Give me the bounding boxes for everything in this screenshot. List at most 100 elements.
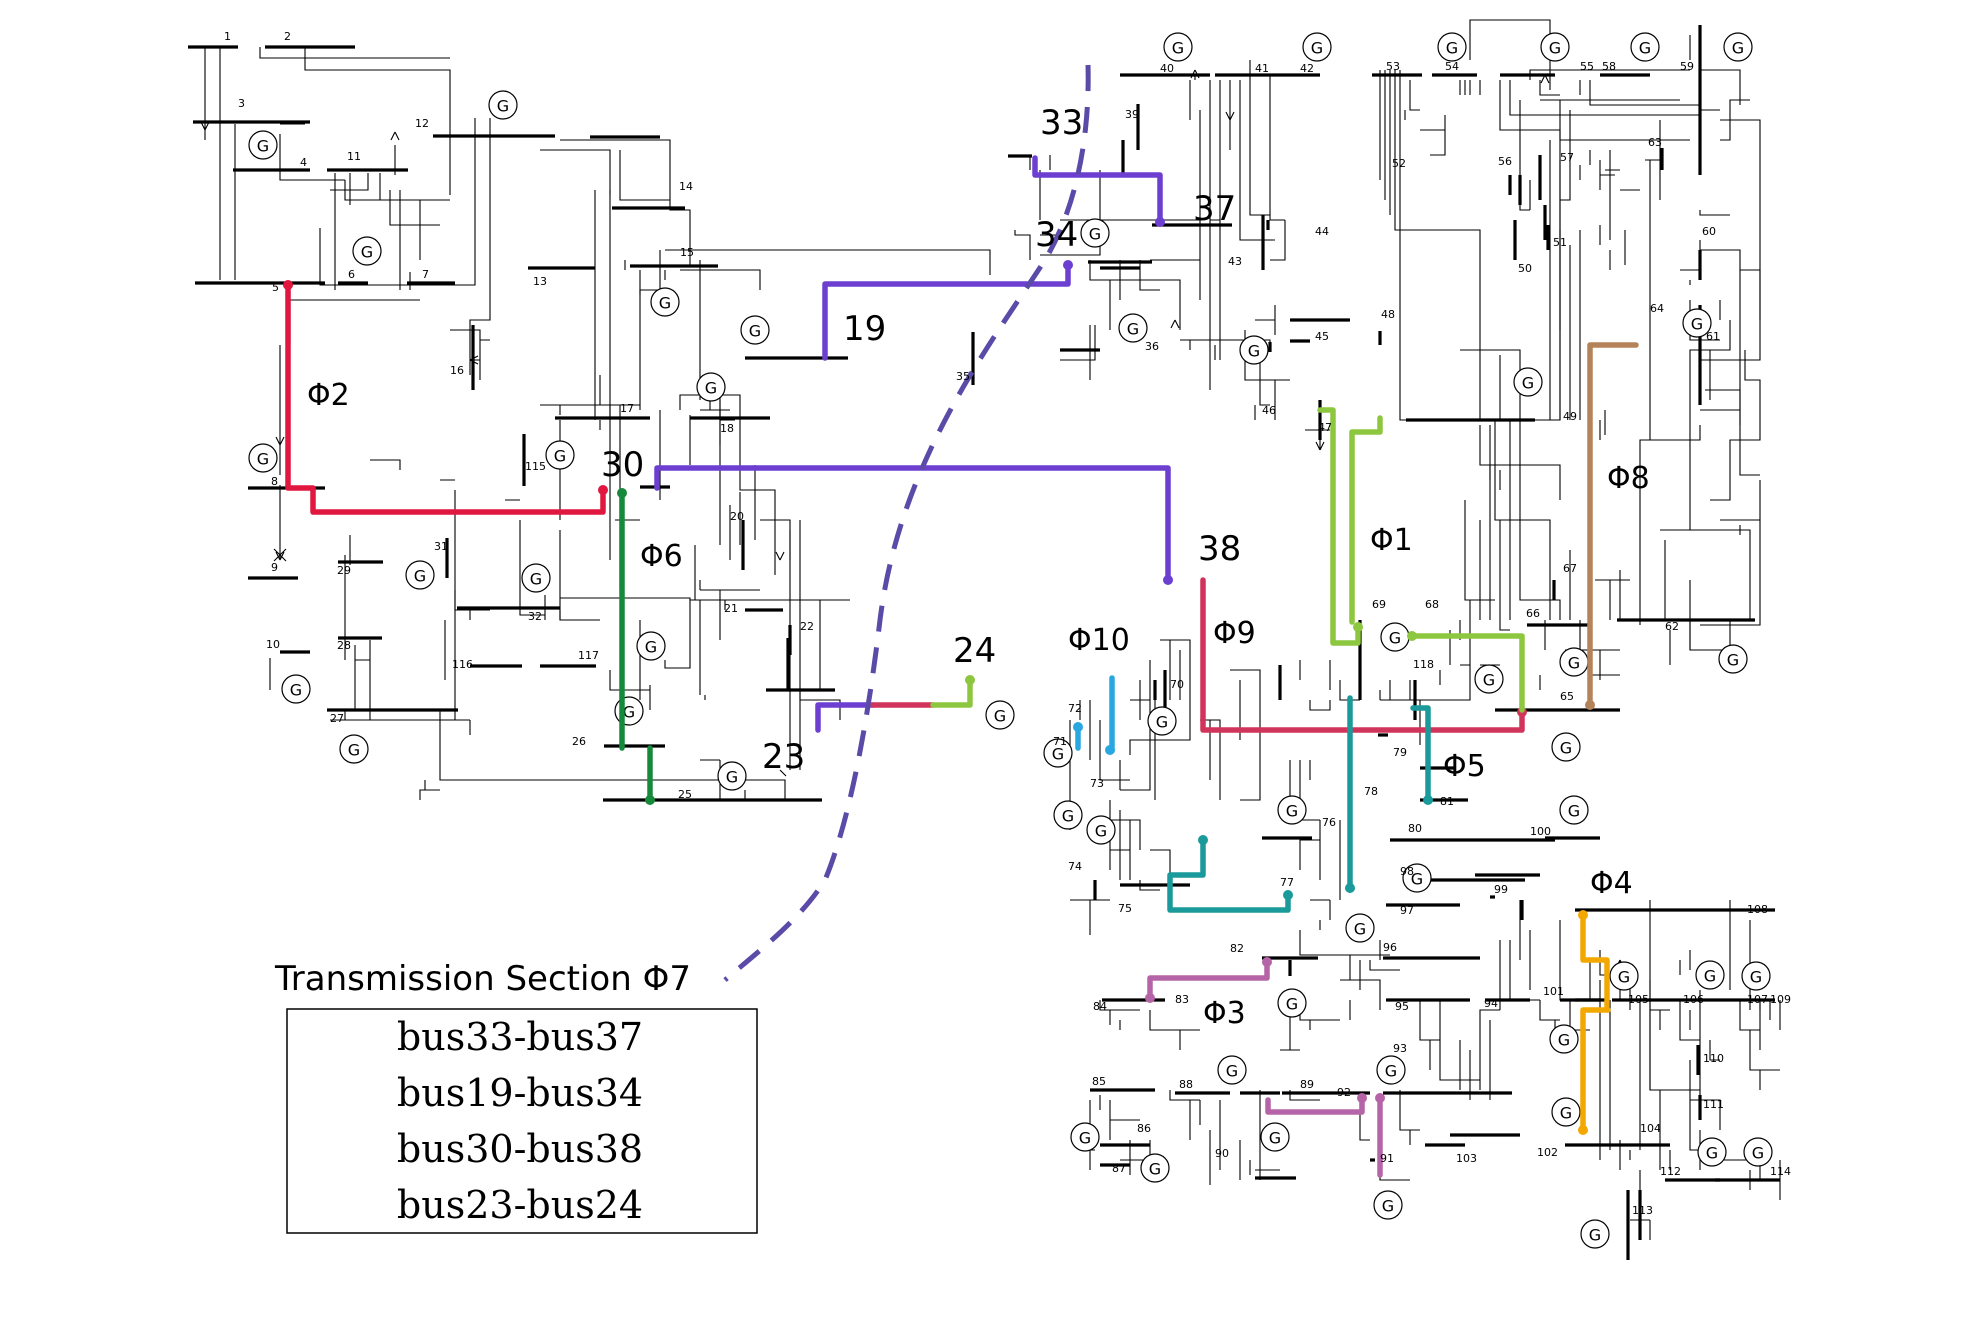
bus-label: 88: [1179, 1078, 1193, 1091]
bus-label: 66: [1526, 607, 1540, 620]
generator-icon: G: [1741, 961, 1771, 991]
generator-symbol: G: [1127, 320, 1139, 339]
bus-label: 67: [1563, 562, 1577, 575]
bus-label-24: 24: [953, 631, 996, 671]
generator-icon: G: [1302, 32, 1332, 62]
generator-symbol: G: [623, 703, 635, 722]
bus-label: 105: [1628, 993, 1649, 1006]
bus-label: 53: [1386, 60, 1400, 73]
generator-symbol: G: [1727, 651, 1739, 670]
generator-symbol: G: [1311, 39, 1323, 58]
generator-icon: G: [1513, 367, 1543, 397]
generator-symbol: G: [1149, 1160, 1161, 1179]
label-phi3: Φ3: [1203, 996, 1246, 1031]
bus-label: 93: [1393, 1042, 1407, 1055]
bus-label: 111: [1703, 1098, 1724, 1111]
bus-label: 100: [1530, 825, 1551, 838]
generator-symbol: G: [1568, 654, 1580, 673]
generator-symbol: G: [1052, 745, 1064, 764]
generator-icon: G: [1380, 622, 1410, 652]
section-phi3-node-82: [1262, 957, 1272, 967]
bus-label: 89: [1300, 1078, 1314, 1091]
generator-icon: G: [545, 440, 575, 470]
bus-label: 54: [1445, 60, 1459, 73]
generator-symbol: G: [1483, 671, 1495, 690]
bus-label-38: 38: [1198, 529, 1241, 569]
bus-label: 28: [337, 639, 351, 652]
section-phi5-node-77b: [1283, 890, 1293, 900]
generator-icon: G: [1086, 815, 1116, 845]
generator-symbol: G: [645, 638, 657, 657]
transmission-sections: [283, 155, 1639, 1178]
generator-symbol: G: [1560, 739, 1572, 758]
bus-label: 58: [1602, 60, 1616, 73]
bus-label: 49: [1563, 410, 1577, 423]
bus-label: 94: [1484, 997, 1498, 1010]
bus-label: 62: [1665, 620, 1679, 633]
bus-label: 91: [1380, 1152, 1394, 1165]
bus-label: 98: [1400, 865, 1414, 878]
bus-label: 14: [679, 180, 693, 193]
generator-symbol: G: [290, 681, 302, 700]
cut-line: [723, 64, 1091, 982]
label-phi5: Φ5: [1443, 749, 1486, 784]
generator-icon: G: [696, 372, 726, 402]
bus-label: 9: [271, 561, 278, 574]
bus-label: 71: [1053, 735, 1067, 748]
section-phi6-node-30: [617, 488, 627, 498]
section-phi10-line: [1075, 675, 1115, 753]
bus-label: 99: [1494, 883, 1508, 896]
bus-label: 31: [434, 540, 448, 553]
generator-symbol: G: [1732, 39, 1744, 58]
bus-label: 104: [1640, 1122, 1661, 1135]
generator-symbol: G: [726, 768, 738, 787]
bus-label: 102: [1537, 1146, 1558, 1159]
generator-icon: G: [1163, 32, 1193, 62]
bus-label: 18: [720, 422, 734, 435]
generator-icon: G: [1549, 1024, 1579, 1054]
generator-icon: G: [1402, 863, 1432, 893]
section-phi7-node-38: [1163, 575, 1173, 585]
bus-label: 20: [730, 510, 744, 523]
bus-label: 118: [1413, 658, 1434, 671]
generator-icon: G: [1345, 913, 1375, 943]
generator-icon: G: [1260, 1122, 1290, 1152]
section-phi4-line: [1580, 912, 1611, 1133]
generator-icon: G: [1718, 644, 1748, 674]
section-phi9-line: [1200, 577, 1525, 733]
bus-label: 40: [1160, 62, 1174, 75]
generator-symbol: G: [1558, 1031, 1570, 1050]
generator-symbol: G: [497, 97, 509, 116]
label-phi2: Φ2: [307, 378, 350, 413]
generator-icon: G: [488, 90, 518, 120]
generator-icon: G: [1373, 1190, 1403, 1220]
generator-symbol: G: [1286, 995, 1298, 1014]
generator-symbol: G: [1522, 374, 1534, 393]
bus-label: 45: [1315, 330, 1329, 343]
generator-icon: G: [1376, 1055, 1406, 1085]
bus-label: 15: [680, 246, 694, 259]
section-phi5-line-c: [1167, 837, 1291, 913]
section-phi1-line-c: [1409, 633, 1525, 713]
bus-label: 72: [1068, 702, 1082, 715]
bus-label-19: 19: [843, 309, 886, 349]
generator-symbol: G: [659, 294, 671, 313]
generator-symbol: G: [1062, 807, 1074, 826]
generator-symbol: G: [554, 447, 566, 466]
generator-symbol: G: [1269, 1129, 1281, 1148]
legend: Transmission Section Φ7 bus33-bus37 bus1…: [274, 959, 758, 1234]
generator-icon: G: [1118, 313, 1148, 343]
bus-label-30: 30: [601, 445, 644, 485]
bus-label: 106: [1683, 993, 1704, 1006]
generator-symbol: G: [1704, 967, 1716, 986]
section-phi3-node-89: [1357, 1093, 1367, 1103]
generator-symbol: G: [1411, 870, 1423, 889]
generator-icon: G: [1580, 1219, 1610, 1249]
bus-label: 74: [1068, 860, 1082, 873]
bus-label: 10: [266, 638, 280, 651]
generator-symbol: G: [749, 322, 761, 341]
generator-symbol: G: [348, 741, 360, 760]
section-phi3-node-83: [1145, 993, 1155, 1003]
bus-label: 114: [1770, 1165, 1791, 1178]
